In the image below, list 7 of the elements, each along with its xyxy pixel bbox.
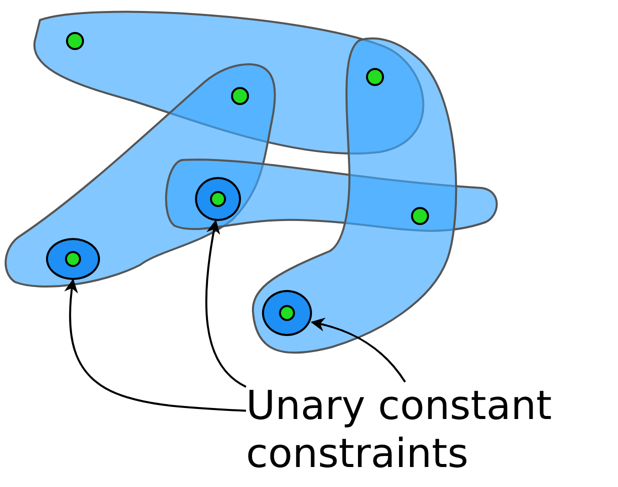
unary-constraint-ring <box>46 238 100 280</box>
arrow <box>64 278 246 412</box>
arrow <box>310 318 406 383</box>
arrow <box>205 220 247 388</box>
annotation-text: Unary constant constraints <box>246 382 616 478</box>
unary-constraint-ring <box>195 177 241 221</box>
unary-constraint-ring <box>262 290 312 336</box>
